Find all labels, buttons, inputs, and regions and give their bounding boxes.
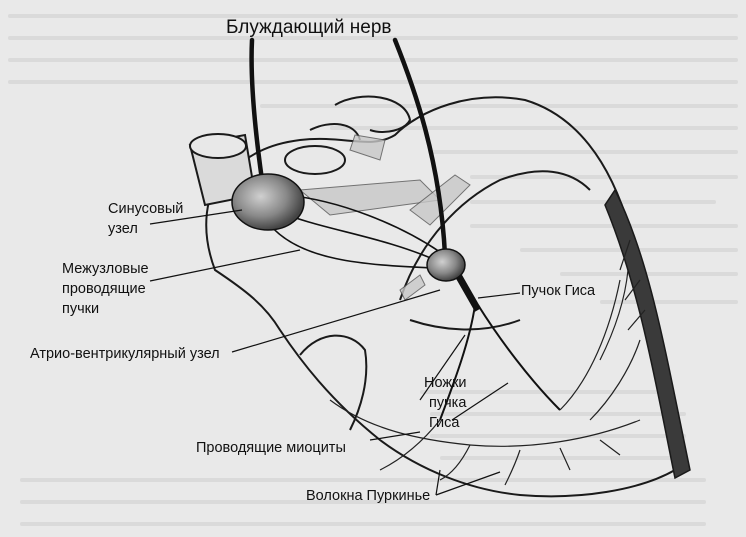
bundle-of-his-label: Пучок Гиса xyxy=(521,283,596,299)
internodal-tracts-label: Межузловые проводящие пучки xyxy=(62,261,153,317)
av-node xyxy=(426,248,466,282)
bundle-branches-label: Ножки пучка Гиса xyxy=(424,375,471,431)
leader-lines xyxy=(149,209,521,496)
conducting-myocytes-label: Проводящие миоциты xyxy=(196,440,346,456)
fibrous-tissue xyxy=(298,134,471,301)
vagus-nerve xyxy=(249,37,448,258)
purkinje-fibers xyxy=(329,239,646,486)
vagus-nerve-label: Блуждающий нерв xyxy=(226,17,392,38)
av-node-label: Атрио-вентрикулярный узел xyxy=(30,346,220,362)
sinus-node-label: Синусовый узел xyxy=(108,201,187,237)
ventricle-wall xyxy=(604,188,691,480)
sinus-node xyxy=(231,173,305,231)
great-vessels xyxy=(188,95,412,207)
heart-outline xyxy=(205,96,677,498)
purkinje-fibers-label: Волокна Пуркинье xyxy=(306,488,430,504)
bundle-of-his xyxy=(439,273,561,421)
